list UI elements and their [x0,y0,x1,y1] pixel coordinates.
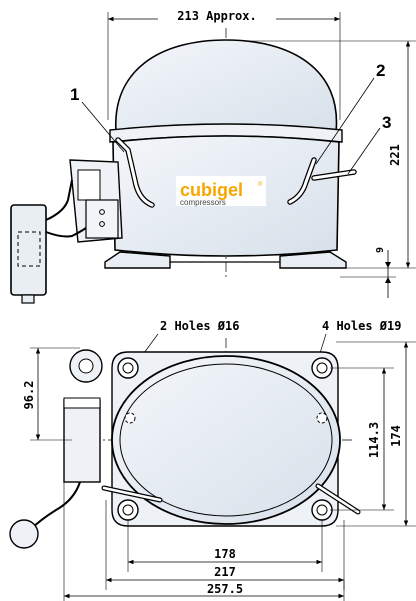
callout-1-leader [81,101,125,153]
front-view: 213 Approx. 221 9 1 [10,9,416,304]
foot-dimension-arrow-top [385,262,391,268]
cord-plug [9,519,39,549]
tube-3-fill [312,170,356,180]
terminal-box-inner [77,169,101,201]
shell-outline [111,355,341,525]
small-hole-left [124,412,136,424]
outer-width-label: 257.5 [207,582,243,596]
bottom-tube-right-fill [316,484,360,514]
overload-protector-center [78,358,94,374]
front-height-label: 221 [388,144,402,166]
relay-body [63,399,101,483]
holes-small-label: 2 Holes Ø16 [160,319,239,333]
compressor-dome [115,39,338,133]
logo-registered-mark: ® [258,181,263,188]
capacitor-wire-2 [45,227,87,238]
terminal-screw-1 [99,209,105,215]
callout-2: 2 [376,61,385,80]
power-cord [29,481,81,531]
callout-3: 3 [382,113,391,132]
relay-housing [85,199,119,239]
capacitor-wire [45,179,73,221]
capacitor-bolt [21,294,35,304]
small-hole-right [316,412,328,424]
bottom-view: 2 Holes Ø16 4 Holes Ø19 [9,319,416,601]
base-plate-right [279,251,347,269]
capacitor [10,204,47,296]
foot-dimension-arrow-bottom [385,277,391,283]
front-width-label: 213 Approx. [177,9,256,23]
callout-2-leader [315,77,375,165]
foot-label: 9 [375,247,386,253]
logo-text: cubigel [180,180,243,200]
front-width-label-bg [158,9,276,24]
inner-height-label: 114.3 [367,422,381,458]
tube-2-fill [288,158,316,204]
callout-3-leader [347,127,381,175]
terminal-screw-2 [99,221,105,227]
bottom-tube-left-fill [102,486,162,502]
inner-width-label: 178 [214,547,236,561]
mid-width-label: 217 [214,565,236,579]
mount-hole-bottom-left-inner [122,504,134,516]
mount-hole-top-left-inner [122,362,134,374]
tube-1-fill [116,138,154,207]
relay-clip [63,397,101,409]
offset-label: 96.2 [22,381,36,410]
mount-hole-bottom-right-inner [316,504,328,516]
outer-height-label: 174 [389,425,403,447]
logo-background [176,176,266,206]
capacitor-terminal [17,231,41,267]
shell-inner-outline [119,363,333,517]
base-plate [104,251,171,269]
mount-hole-top-right-inner [316,362,328,374]
cubigel-logo: cubigel ® compressors [176,176,266,207]
logo-tagline: compressors [180,198,226,207]
callout-1: 1 [70,85,79,104]
holes-large-label: 4 Holes Ø19 [322,319,401,333]
